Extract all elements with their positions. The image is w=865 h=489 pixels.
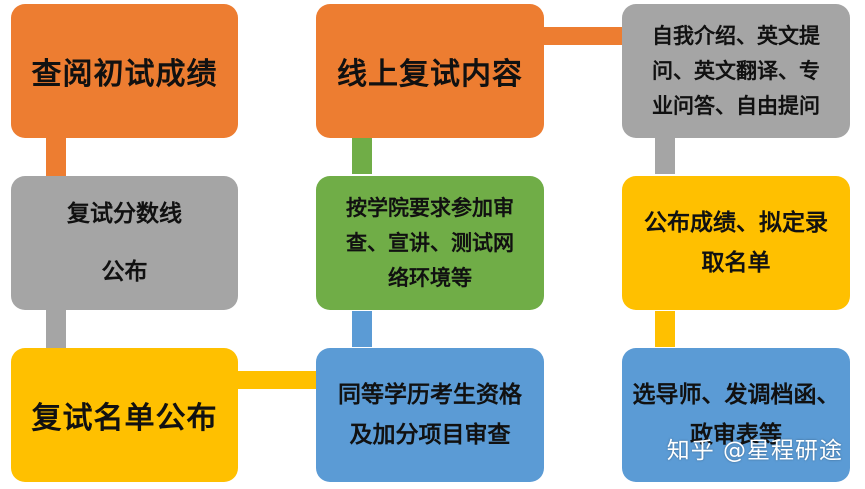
node-label-line: 政审表等 — [690, 422, 782, 448]
connector-check-to-scoreline — [46, 138, 66, 176]
node-label-group: 自我介绍、英文提 问、英文翻译、专 业问答、自由提问 — [652, 19, 820, 124]
connector-qualification-to-requirements — [352, 311, 372, 347]
node-label-group: 公布成绩、拟定录 取名单 — [644, 203, 828, 283]
node-retest-score-line: 复试分数线 公布 — [11, 176, 238, 310]
node-label-line: 问、英文翻译、专 — [652, 58, 820, 83]
node-label-line: 自我介绍、英文提 — [652, 23, 820, 48]
node-label-line: 复试分数线 — [67, 201, 182, 227]
node-label-line: 及加分项目审查 — [349, 422, 511, 448]
connector-results-to-advisor — [655, 311, 675, 347]
watermark: 知乎 @星程研途 — [666, 438, 843, 464]
node-label-line: 公布 — [101, 259, 148, 285]
node-label-line: 查、宣讲、测试网 — [346, 230, 514, 255]
node-label-line: 公布成绩、拟定录 — [644, 210, 828, 236]
node-label-group: 同等学历考生资格 及加分项目审查 — [338, 375, 522, 455]
node-retest-items: 自我介绍、英文提 问、英文翻译、专 业问答、自由提问 — [622, 4, 850, 138]
node-label: 复试名单公布 — [31, 401, 218, 436]
node-check-initial-scores: 查阅初试成绩 — [11, 4, 238, 138]
node-college-requirements: 按学院要求参加审 查、宣讲、测试网 络环境等 — [316, 176, 544, 310]
connector-list-to-qualification — [238, 371, 316, 389]
node-label-group: 复试分数线 公布 — [67, 194, 182, 292]
node-online-retest: 线上复试内容 — [316, 4, 544, 138]
node-label-line: 选导师、发调档函、 — [632, 382, 840, 408]
connector-items-to-results — [655, 138, 675, 174]
node-label-group: 选导师、发调档函、 政审表等 — [633, 375, 840, 455]
node-select-advisor: 选导师、发调档函、 政审表等 — [622, 348, 850, 482]
node-retest-list: 复试名单公布 — [11, 348, 238, 482]
node-label: 线上复试内容 — [337, 57, 523, 92]
node-label-line: 取名单 — [701, 250, 771, 276]
node-label: 查阅初试成绩 — [31, 57, 218, 92]
node-label-line: 按学院要求参加审 — [346, 195, 514, 220]
node-label-line: 业问答、自由提问 — [652, 93, 820, 118]
connector-scoreline-to-list — [46, 310, 66, 348]
node-publish-results: 公布成绩、拟定录 取名单 — [622, 176, 850, 310]
node-label-line: 络环境等 — [388, 265, 472, 290]
node-qualification-review: 同等学历考生资格 及加分项目审查 — [316, 348, 544, 482]
connector-requirements-to-online — [352, 138, 372, 174]
connector-online-to-items — [544, 27, 622, 45]
node-label-line: 同等学历考生资格 — [338, 382, 522, 408]
node-label-group: 按学院要求参加审 查、宣讲、测试网 络环境等 — [346, 191, 514, 296]
